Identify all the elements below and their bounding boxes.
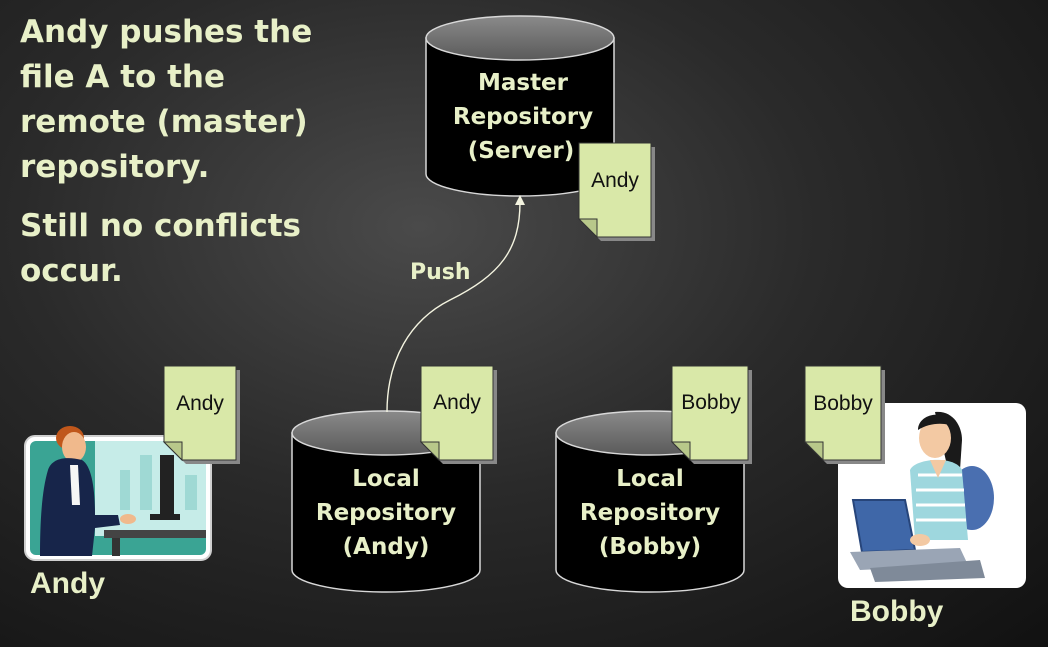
- master-repository-cylinder: [425, 15, 615, 197]
- doc-local-bobby-shape: [670, 365, 752, 464]
- doc-bobby-workstation: Bobby: [805, 366, 881, 460]
- local-bobby-line1: Local: [616, 466, 684, 492]
- master-repo-line1: Master: [477, 70, 569, 96]
- doc-andy-workstation-shape: [162, 365, 240, 464]
- doc-local-bobby-label: Bobby: [681, 391, 741, 414]
- andy-illustration: [24, 426, 212, 561]
- local-andy-line1: Local: [352, 466, 420, 492]
- bobby-name: Bobby: [850, 595, 944, 628]
- local-andy-line2: Repository: [315, 500, 457, 526]
- slide-caption: Andy pushes the file A to the remote (ma…: [20, 10, 320, 308]
- andy-name: Andy: [30, 567, 105, 600]
- doc-master-label: Andy: [591, 169, 639, 192]
- doc-master-shape: [577, 142, 655, 241]
- master-repository-label: Master Repository (Server): [426, 66, 620, 168]
- doc-local-bobby: Bobby: [672, 365, 750, 459]
- doc-local-andy: Andy: [421, 365, 493, 459]
- local-repository-andy-label: Local Repository (Andy): [292, 462, 480, 564]
- caption-line-2: Still no conflicts occur.: [20, 208, 301, 289]
- caption-line-1: Andy pushes the file A to the remote (ma…: [20, 14, 313, 185]
- local-bobby-line3: (Bobby): [598, 534, 702, 560]
- master-repo-line3: (Server): [467, 138, 575, 164]
- local-bobby-line2: Repository: [579, 500, 721, 526]
- doc-master: Andy: [579, 143, 651, 237]
- push-label: Push: [410, 260, 471, 285]
- doc-local-andy-label: Andy: [433, 391, 481, 414]
- push-arrow: [386, 195, 525, 413]
- doc-local-andy-shape: [419, 365, 497, 464]
- master-repo-line2: Repository: [452, 104, 594, 130]
- doc-bobby-workstation-label: Bobby: [813, 392, 873, 415]
- doc-andy-workstation-label: Andy: [176, 392, 224, 415]
- local-andy-line3: (Andy): [342, 534, 430, 560]
- doc-andy-workstation: Andy: [164, 366, 236, 460]
- doc-bobby-workstation-shape: [803, 365, 885, 464]
- local-repository-bobby-label: Local Repository (Bobby): [556, 462, 744, 564]
